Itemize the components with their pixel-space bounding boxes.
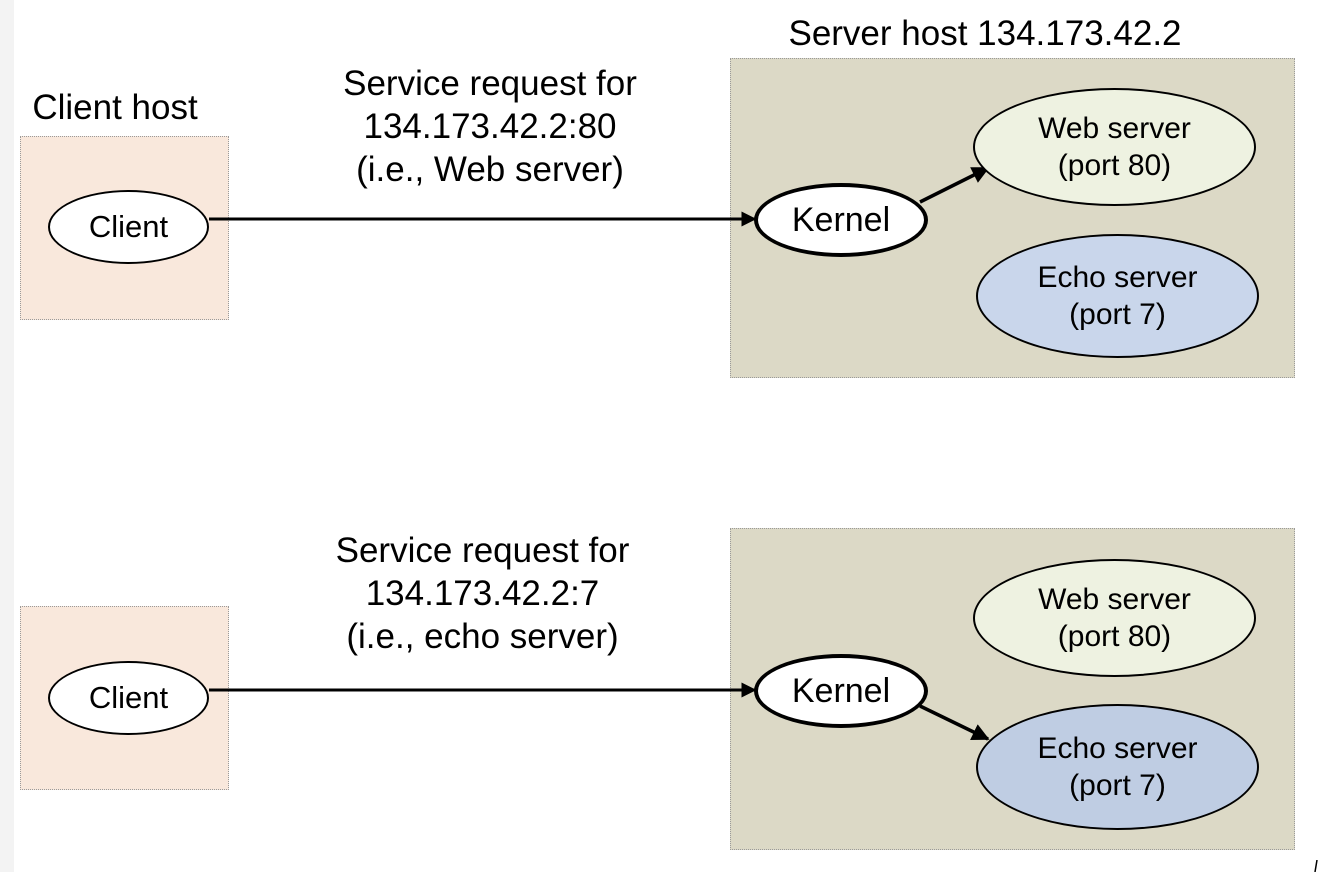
kernel-to-web-arrow: [919, 166, 990, 204]
kernel-node: Kernel: [754, 183, 928, 257]
web-server-port: (port 80): [1057, 149, 1172, 182]
client-label: Client: [88, 680, 169, 715]
echo-server-port: (port 7): [1069, 298, 1166, 331]
web-server-label: Web server: [1038, 583, 1191, 616]
request-target: (i.e., Web server): [356, 150, 624, 189]
kernel-label: Kernel: [791, 671, 891, 710]
client-label: Client: [88, 209, 169, 244]
kernel-label: Kernel: [791, 200, 891, 239]
server-host-label: Server host 134.173.42.2: [788, 14, 1182, 53]
request-label-bottom: Service request for 134.173.42.2:7 (i.e.…: [310, 529, 655, 658]
request-target: (i.e., echo server): [346, 617, 619, 656]
web-server-node: Web server (port 80): [973, 559, 1256, 677]
request-line: Service request for: [343, 64, 637, 103]
echo-server-label: Echo server: [1037, 261, 1198, 294]
corner-mark: [1314, 860, 1318, 872]
kernel-to-echo-arrow: [919, 704, 990, 741]
kernel-node: Kernel: [754, 654, 928, 728]
request-address: 134.173.42.2:80: [363, 107, 617, 146]
echo-server-node: Echo server (port 7): [976, 234, 1259, 358]
echo-server-label: Echo server: [1037, 732, 1198, 765]
echo-server-node: Echo server (port 7): [976, 704, 1259, 830]
web-server-port: (port 80): [1057, 620, 1172, 653]
echo-server-port: (port 7): [1069, 769, 1166, 802]
client-host-label: Client host: [32, 88, 198, 127]
web-server-label: Web server: [1038, 112, 1191, 145]
left-edge-strip: [0, 0, 14, 872]
client-node: Client: [48, 190, 209, 264]
client-node: Client: [48, 661, 209, 735]
request-address: 134.173.42.2:7: [365, 574, 600, 613]
web-server-node: Web server (port 80): [973, 88, 1256, 206]
request-line: Service request for: [335, 531, 630, 570]
request-label-top: Service request for 134.173.42.2:80 (i.e…: [320, 62, 660, 191]
